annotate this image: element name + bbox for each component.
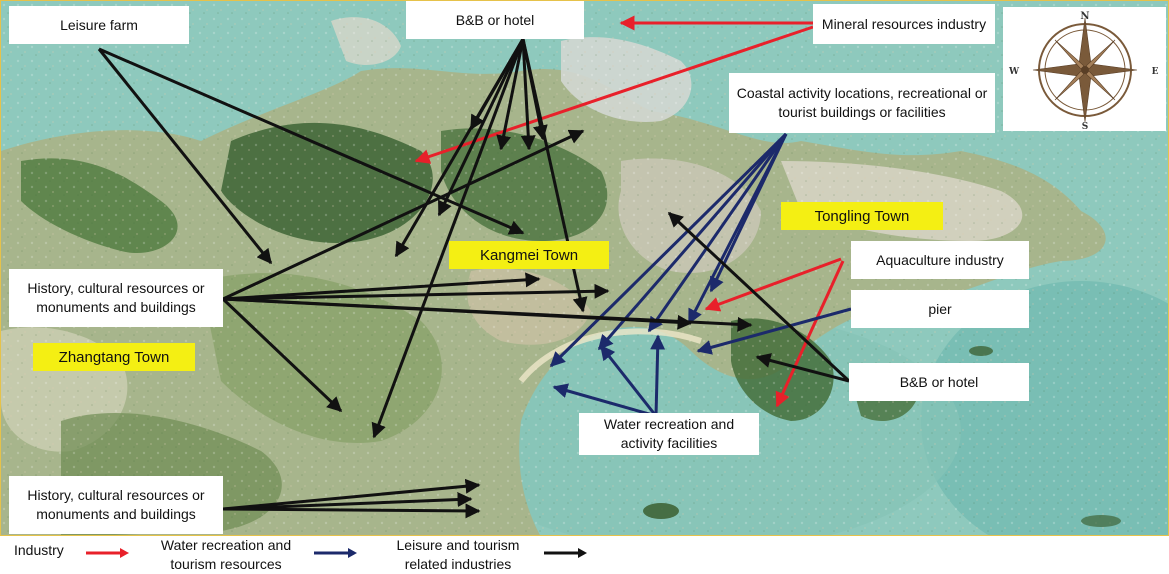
compass-n: N — [1080, 11, 1089, 22]
label-mineral-resources: Mineral resources industry — [813, 4, 995, 44]
leisure-arrows — [97, 38, 851, 519]
label-bb-hotel-top: B&B or hotel — [406, 1, 584, 39]
compass-w: W — [1008, 67, 1020, 77]
legend-water-arrow — [314, 548, 357, 558]
compass-icon: N S E W — [1008, 11, 1159, 132]
town-kangmei: Kangmei Town — [449, 241, 609, 269]
label-coastal-activity: Coastal activity locations, recreational… — [729, 73, 995, 133]
legend-industry-arrow — [86, 548, 129, 558]
label-leisure-farm: Leisure farm — [9, 6, 189, 44]
industry-arrows — [414, 15, 845, 408]
label-history-bottom: History, cultural resources or monuments… — [9, 476, 223, 534]
compass-e: E — [1152, 67, 1159, 77]
label-bb-hotel-right: B&B or hotel — [849, 363, 1029, 401]
label-pier: pier — [851, 290, 1029, 328]
satellite-map: Leisure farm B&B or hotel Mineral resour… — [0, 0, 1169, 536]
label-history-mid: History, cultural resources or monuments… — [9, 269, 223, 327]
water-arrows — [549, 132, 852, 418]
legend-industry-label: Industry — [14, 542, 64, 558]
legend-leisure-label: Leisure and tourism related industries — [396, 537, 520, 572]
legend: Industry Water recreation and tourism re… — [0, 536, 1169, 574]
town-zhangtang: Zhangtang Town — [33, 343, 195, 371]
town-tongling: Tongling Town — [781, 202, 943, 230]
compass-s: S — [1082, 122, 1089, 131]
legend-leisure-arrow — [544, 548, 587, 558]
compass-rose: N S E W — [1003, 7, 1166, 132]
legend-water-label: Water recreation and tourism resources — [160, 537, 292, 572]
label-water-recreation: Water recreation and activity facilities — [579, 413, 759, 455]
label-aquaculture: Aquaculture industry — [851, 241, 1029, 279]
